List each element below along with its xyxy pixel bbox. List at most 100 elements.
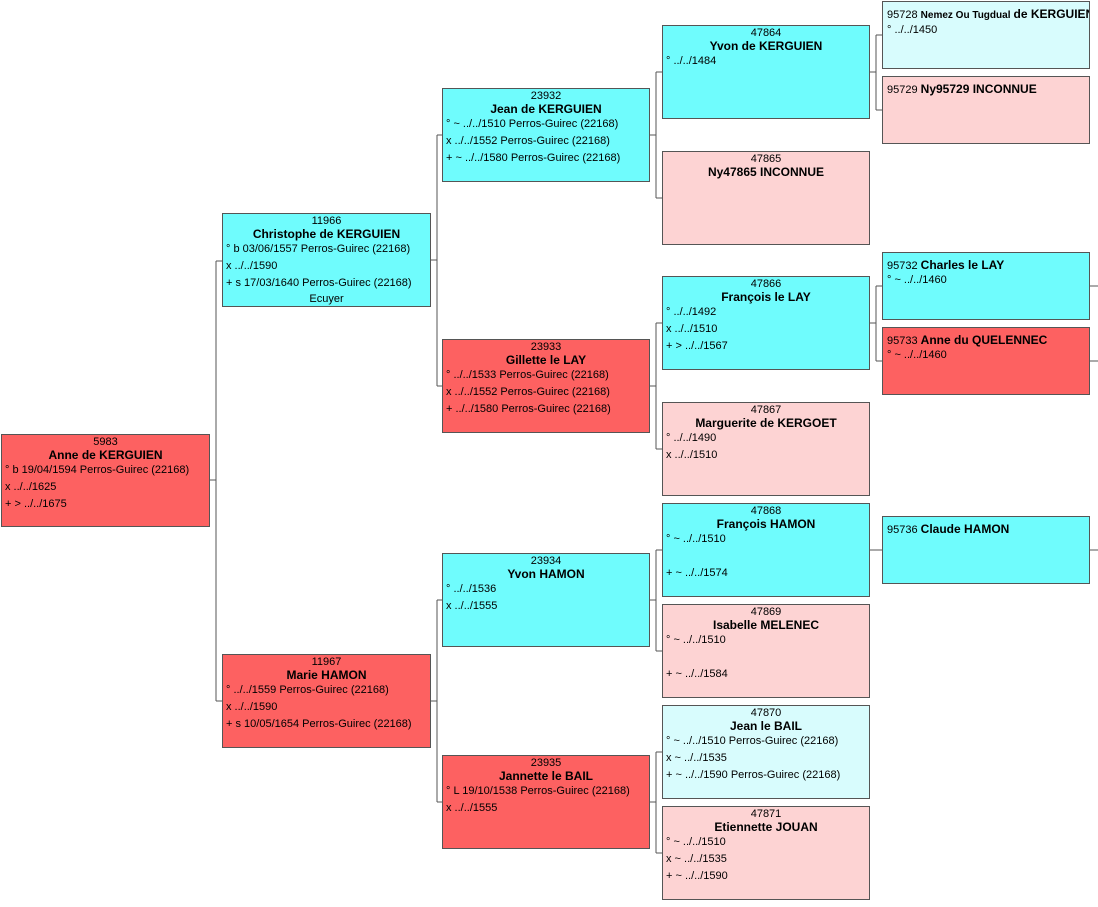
sosa-number: 47864	[750, 27, 782, 39]
person-box-11966[interactable]: 11966 Christophe de KERGUIEN ° b 03/06/1…	[222, 213, 431, 307]
person-name: Ny95729 INCONNUE	[920, 82, 1037, 96]
person-box-47864[interactable]: 47864 Yvon de KERGUIEN ° ../../1484	[662, 25, 870, 119]
person-header: 95729 Ny95729 INCONNUE	[887, 82, 1085, 97]
marriage-line: x ~ ../../1535	[666, 752, 727, 764]
person-name: François HAMON	[716, 517, 816, 531]
birth-line: ° b 19/04/1594 Perros-Guirec (22168)	[5, 464, 190, 476]
person-box-23932[interactable]: 23932 Jean de KERGUIEN ° ~ ../../1510 Pe…	[442, 88, 650, 182]
sosa-number: 47868	[750, 505, 782, 517]
person-box-95736[interactable]: 95736 Claude HAMON	[882, 516, 1090, 584]
birth-line: ° ~ ../../1510	[666, 533, 726, 545]
person-box-95729[interactable]: 95729 Ny95729 INCONNUE	[882, 76, 1090, 144]
person-name: Anne du QUELENNEC	[920, 333, 1048, 347]
person-name: Yvon HAMON	[507, 567, 585, 581]
person-box-47867[interactable]: 47867 Marguerite de KERGOET ° ../../1490…	[662, 402, 870, 496]
birth-line: ° ../../1492	[666, 306, 717, 318]
person-name: Jean de KERGUIEN	[490, 102, 602, 116]
person-name: Jannette le BAIL	[498, 769, 594, 783]
marriage-line	[663, 649, 869, 666]
birth-line: ° ../../1559 Perros-Guirec (22168)	[226, 684, 389, 696]
person-name: Marguerite de KERGOET	[695, 416, 837, 430]
person-name: Marie HAMON	[286, 668, 367, 682]
person-name: Claude HAMON	[920, 522, 1010, 536]
person-box-47869[interactable]: 47869 Isabelle MELENEC ° ~ ../../1510 + …	[662, 604, 870, 698]
person-box-95728[interactable]: 95728 Nemez Ou Tugdual de KERGUIEN ° ../…	[882, 1, 1090, 69]
person-name: Gillette le LAY	[505, 353, 587, 367]
person-box-23935[interactable]: 23935 Jannette le BAIL ° L 19/10/1538 Pe…	[442, 755, 650, 849]
sosa-number: 11966	[311, 215, 342, 227]
death-line: + ~ ../../1590 Perros-Guirec (22168)	[666, 769, 841, 781]
death-line: + ~ ../../1584	[666, 668, 728, 680]
sosa-number: 47871	[750, 808, 782, 820]
death-line: + s 17/03/1640 Perros-Guirec (22168)	[226, 277, 412, 289]
marriage-line: x ../../1555	[446, 600, 498, 612]
person-box-23934[interactable]: 23934 Yvon HAMON ° ../../1536 x ../../15…	[442, 553, 650, 647]
birth-line: ° ~ ../../1460	[887, 349, 947, 361]
sosa-number: 95729	[887, 84, 918, 96]
sosa-number: 47867	[750, 404, 782, 416]
death-line: + ../../1580 Perros-Guirec (22168)	[446, 403, 611, 415]
sosa-number: 23935	[530, 757, 562, 769]
person-header: 95733 Anne du QUELENNEC	[887, 333, 1085, 348]
birth-line: ° ../../1484	[666, 55, 717, 67]
birth-line: ° L 19/10/1538 Perros-Guirec (22168)	[446, 785, 630, 797]
person-box-47870[interactable]: 47870 Jean le BAIL ° ~ ../../1510 Perros…	[662, 705, 870, 799]
marriage-line: x ../../1590	[226, 701, 278, 713]
person-name: de KERGUIEN	[1013, 7, 1090, 21]
death-line: + ~ ../../1590	[666, 870, 728, 882]
person-box-47868[interactable]: 47868 François HAMON ° ~ ../../1510 + ~ …	[662, 503, 870, 597]
marriage-line: x ~ ../../1535	[666, 853, 727, 865]
marriage-line: x ../../1555	[446, 802, 498, 814]
person-header: 95732 Charles le LAY	[887, 258, 1085, 273]
sosa-number: 95728	[887, 9, 918, 21]
person-name: Anne de KERGUIEN	[48, 448, 163, 462]
death-line: + ~ ../../1574	[666, 567, 728, 579]
person-box-47871[interactable]: 47871 Etiennette JOUAN ° ~ ../../1510 x …	[662, 806, 870, 900]
marriage-line: x ../../1625	[5, 481, 57, 493]
person-box-23933[interactable]: 23933 Gillette le LAY ° ../../1533 Perro…	[442, 339, 650, 433]
birth-line: ° ~ ../../1510 Perros-Guirec (22168)	[446, 118, 619, 130]
person-name: Etiennette JOUAN	[714, 820, 818, 834]
birth-line: ° b 03/06/1557 Perros-Guirec (22168)	[226, 243, 411, 255]
sosa-number: 47866	[750, 278, 782, 290]
person-box-47865[interactable]: 47865 Ny47865 INCONNUE	[662, 151, 870, 245]
marriage-line: x ../../1510	[666, 449, 718, 461]
sosa-number: 23934	[530, 555, 562, 567]
birth-line: ° ../../1533 Perros-Guirec (22168)	[446, 369, 609, 381]
birth-line: ° ../../1490	[666, 432, 717, 444]
sosa-number: 47869	[750, 606, 782, 618]
death-line: + > ../../1675	[5, 498, 67, 510]
person-name: François le LAY	[721, 290, 811, 304]
person-box-95732[interactable]: 95732 Charles le LAY ° ~ ../../1460	[882, 252, 1090, 320]
sosa-number: 5983	[93, 436, 118, 448]
marriage-line: x ../../1552 Perros-Guirec (22168)	[446, 386, 610, 398]
sosa-number: 95732	[887, 260, 918, 272]
person-name: Isabelle MELENEC	[712, 618, 820, 632]
marriage-line: x ../../1552 Perros-Guirec (22168)	[446, 135, 610, 147]
marriage-line	[663, 548, 869, 565]
birth-line: ° ~ ../../1510 Perros-Guirec (22168)	[666, 735, 839, 747]
sosa-number: 95736	[887, 524, 918, 536]
person-box-95733[interactable]: 95733 Anne du QUELENNEC ° ~ ../../1460	[882, 327, 1090, 395]
marriage-line: x ../../1590	[226, 260, 278, 272]
sosa-number: 11967	[311, 656, 342, 668]
birth-line: ° ~ ../../1510	[666, 836, 726, 848]
person-name: Charles le LAY	[920, 258, 1005, 272]
person-name: Yvon de KERGUIEN	[709, 39, 823, 53]
marriage-line: x ../../1510	[666, 323, 718, 335]
death-line: + ~ ../../1580 Perros-Guirec (22168)	[446, 152, 621, 164]
person-box-11967[interactable]: 11967 Marie HAMON ° ../../1559 Perros-Gu…	[222, 654, 431, 748]
person-header: 95736 Claude HAMON	[887, 522, 1085, 537]
person-given-names: Nemez Ou Tugdual	[920, 10, 1011, 21]
person-name: Christophe de KERGUIEN	[252, 227, 401, 241]
sosa-number: 23932	[530, 90, 562, 102]
person-box-47866[interactable]: 47866 François le LAY ° ../../1492 x ../…	[662, 276, 870, 370]
occupation-note: Ecuyer	[309, 293, 344, 305]
person-name: Jean le BAIL	[729, 719, 803, 733]
sosa-number: 23933	[530, 341, 562, 353]
sosa-number: 47865	[750, 153, 782, 165]
sosa-number: 47870	[750, 707, 782, 719]
sosa-number: 95733	[887, 335, 918, 347]
person-box-5983[interactable]: 5983 Anne de KERGUIEN ° b 19/04/1594 Per…	[1, 434, 210, 527]
